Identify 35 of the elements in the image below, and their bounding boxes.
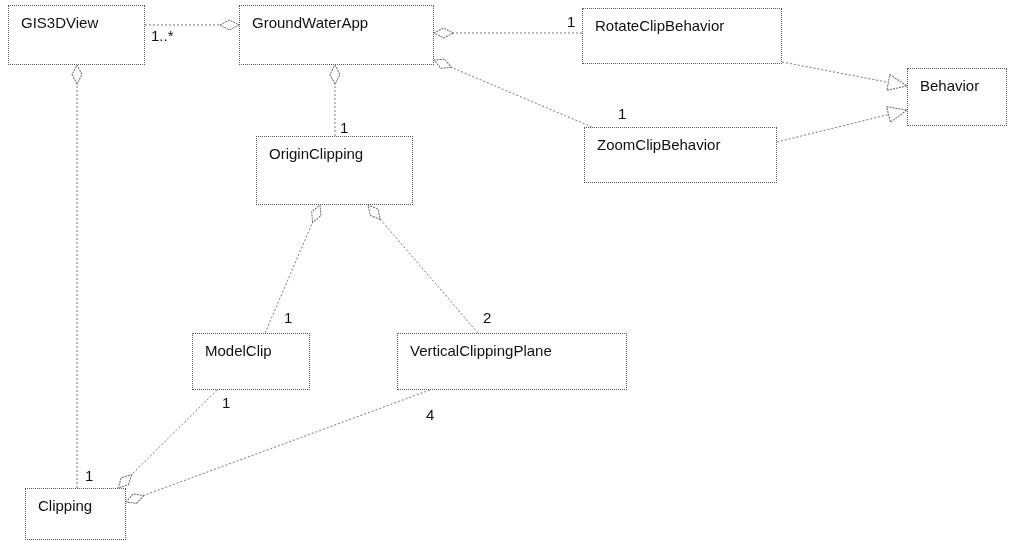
- class-name: GIS3DView: [21, 14, 99, 31]
- class-name: RotateClipBehavior: [595, 17, 725, 34]
- multiplicity-label: 2: [481, 310, 493, 326]
- class-box: [582, 8, 782, 64]
- multiplicity-label: 1: [616, 106, 628, 122]
- class-box: [907, 68, 1007, 126]
- class-box: [397, 333, 627, 390]
- aggregation-line: [71, 64, 83, 489]
- generalization-arrow: [776, 106, 908, 143]
- aggregation-line: [329, 64, 341, 137]
- class-name: OriginClipping: [269, 145, 364, 162]
- multiplicity-label: 1: [283, 310, 294, 326]
- class-name: ZoomClipBehavior: [597, 136, 721, 153]
- multiplicity-label: 4: [424, 407, 436, 423]
- aggregation-line: [144, 19, 240, 31]
- class-name: Clipping: [38, 497, 93, 514]
- class-box: [584, 127, 777, 183]
- aggregation-line: [367, 204, 479, 334]
- multiplicity-label: 1: [338, 120, 350, 136]
- multiplicity-label: 1: [221, 395, 232, 411]
- class-box: [192, 333, 310, 390]
- generalization-arrow: [781, 61, 908, 91]
- class-name: Behavior: [920, 77, 980, 94]
- class-box: [25, 488, 126, 540]
- class-name: ModelClip: [205, 342, 272, 359]
- class-box: [239, 5, 434, 65]
- aggregation-line: [433, 58, 593, 128]
- aggregation-line: [117, 389, 218, 489]
- class-box: [256, 136, 413, 205]
- class-name: VerticalClippingPlane: [410, 342, 552, 359]
- aggregation-line: [264, 204, 322, 334]
- class-box: [8, 5, 145, 65]
- multiplicity-label: 1: [84, 468, 95, 484]
- aggregation-line: [433, 27, 583, 39]
- class-name: GroundWaterApp: [252, 14, 369, 31]
